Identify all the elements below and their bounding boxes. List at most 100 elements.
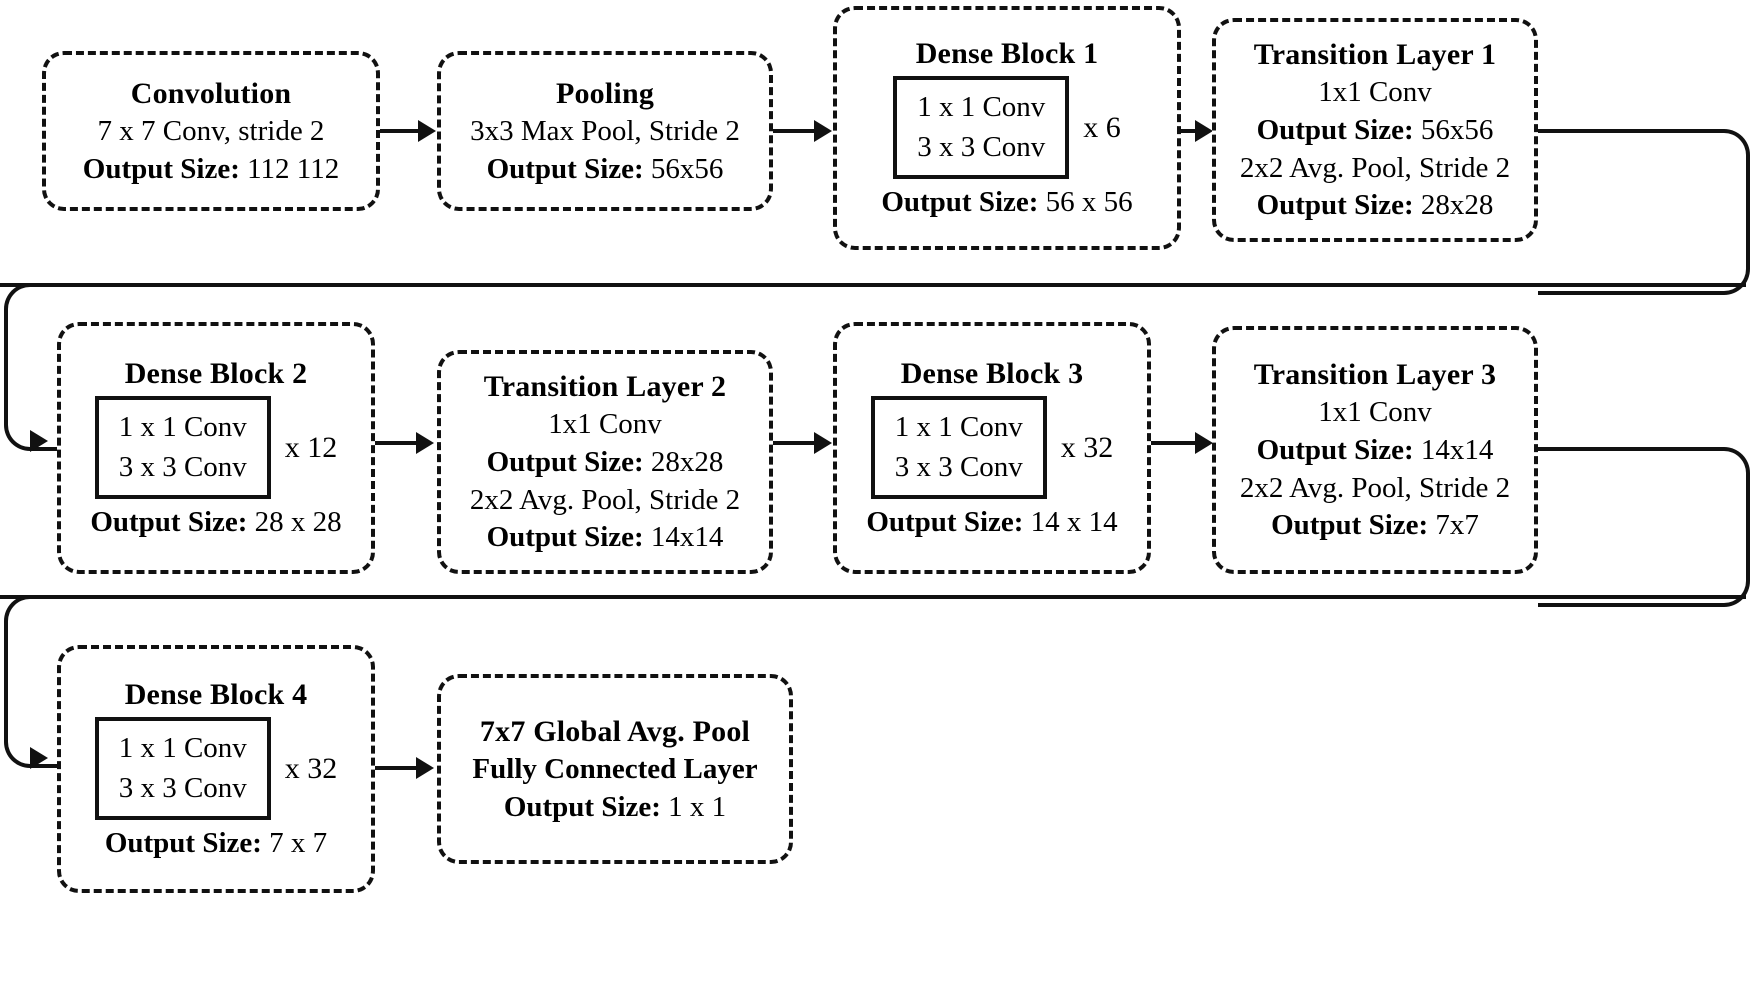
connector-wrap-row2-top	[0, 595, 1746, 599]
output-size-label: Output Size:	[486, 445, 644, 478]
node-title: Dense Block 3	[900, 356, 1084, 390]
node-line: 1x1 Conv	[1318, 396, 1432, 429]
node-line: 2x2 Avg. Pool, Stride 2	[469, 483, 741, 516]
bracket-group: 1 x 1 Conv 3 x 3 Conv x 32	[94, 716, 338, 821]
arrow-head-row3-entry	[30, 747, 48, 769]
node-output-size: Output Size: 14x14	[1257, 432, 1494, 470]
node-title: 7x7 Global Avg. Pool	[479, 714, 751, 748]
output-size-label: Output Size:	[1256, 433, 1414, 466]
bracket: 1 x 1 Conv 3 x 3 Conv	[870, 395, 1047, 500]
node-output-size: Output Size: 28x28	[487, 444, 724, 482]
node-output-size: Output Size: 56x56	[487, 151, 724, 189]
connector-dense2-trans2	[375, 441, 420, 445]
arrow-head-dense3-trans3	[1195, 432, 1213, 454]
output-size-label: Output Size:	[881, 186, 1039, 219]
bracket-line: 1 x 1 Conv	[917, 90, 1046, 123]
node-convolution[interactable]: Convolution 7 x 7 Conv, stride 2 Output …	[42, 51, 380, 211]
node-dense-block-4[interactable]: Dense Block 4 1 x 1 Conv 3 x 3 Conv x 32…	[57, 645, 375, 893]
bracket-group: 1 x 1 Conv 3 x 3 Conv x 6	[893, 75, 1121, 180]
node-line: 3x3 Max Pool, Stride 2	[470, 114, 740, 147]
output-size-value: 14x14	[1420, 433, 1494, 466]
node-line: 1x1 Conv	[548, 408, 662, 441]
output-size-value: 14x14	[650, 521, 724, 554]
output-size-label: Output Size:	[866, 506, 1024, 539]
output-size-value: 56x56	[650, 152, 724, 185]
arrow-head-dense1-trans1	[1195, 120, 1213, 142]
node-transition-layer-1[interactable]: Transition Layer 1 1x1 Conv Output Size:…	[1212, 18, 1538, 242]
bracket-line: 1 x 1 Conv	[118, 731, 247, 764]
node-output-size: Output Size: 28x28	[1257, 187, 1494, 225]
node-pooling[interactable]: Pooling 3x3 Max Pool, Stride 2 Output Si…	[437, 51, 773, 211]
node-title: Transition Layer 3	[1253, 358, 1497, 392]
output-size-label: Output Size:	[90, 506, 248, 539]
output-size-value: 28x28	[1420, 189, 1494, 222]
node-output-size: Output Size: 14 x 14	[866, 504, 1117, 542]
node-output-size: Output Size: 112 112	[83, 151, 339, 189]
node-output-size: Output Size: 1 x 1	[504, 789, 726, 827]
bracket-line: 1 x 1 Conv	[118, 410, 247, 443]
output-size-label: Output Size:	[1271, 509, 1429, 542]
node-output-size: Output Size: 56 x 56	[881, 184, 1132, 222]
repeat-multiplier: x 32	[284, 752, 338, 786]
connector-dense3-trans3	[1151, 441, 1199, 445]
output-size-value: 7x7	[1435, 509, 1479, 542]
arrow-head-conv-pool	[418, 120, 436, 142]
node-title: Dense Block 2	[124, 356, 308, 390]
arrow-head-dense2-trans2	[416, 432, 434, 454]
arrow-head-row2-entry	[30, 430, 48, 452]
node-dense-block-2[interactable]: Dense Block 2 1 x 1 Conv 3 x 3 Conv x 12…	[57, 322, 375, 574]
node-output-size: Output Size: 28 x 28	[90, 504, 341, 542]
bracket-group: 1 x 1 Conv 3 x 3 Conv x 12	[94, 395, 338, 500]
output-size-value: 56x56	[1420, 113, 1494, 146]
output-size-value: 28x28	[650, 445, 724, 478]
output-size-label: Output Size:	[503, 790, 661, 823]
bracket: 1 x 1 Conv 3 x 3 Conv	[893, 75, 1070, 180]
repeat-multiplier: x 12	[284, 431, 338, 465]
connector-pool-dense1	[773, 129, 818, 133]
node-title: Transition Layer 1	[1253, 38, 1497, 72]
bracket-line: 3 x 3 Conv	[917, 130, 1046, 163]
node-title: Convolution	[130, 76, 292, 110]
repeat-multiplier: x 6	[1083, 111, 1121, 145]
output-size-value: 28 x 28	[254, 506, 342, 539]
connector-wrap-row1-top	[0, 283, 1746, 287]
bracket-line: 3 x 3 Conv	[118, 771, 247, 804]
bracket-group: 1 x 1 Conv 3 x 3 Conv x 32	[870, 395, 1114, 500]
node-line: 2x2 Avg. Pool, Stride 2	[1239, 471, 1511, 504]
node-transition-layer-3[interactable]: Transition Layer 3 1x1 Conv Output Size:…	[1212, 326, 1538, 574]
node-output-size: Output Size: 7 x 7	[105, 825, 327, 863]
output-size-label: Output Size:	[104, 827, 262, 860]
node-classification[interactable]: 7x7 Global Avg. Pool Fully Connected Lay…	[437, 674, 793, 864]
bracket-line: 3 x 3 Conv	[894, 450, 1023, 483]
node-dense-block-3[interactable]: Dense Block 3 1 x 1 Conv 3 x 3 Conv x 32…	[833, 322, 1151, 574]
arrow-head-trans2-dense3	[814, 432, 832, 454]
output-size-value: 7 x 7	[269, 827, 328, 860]
output-size-label: Output Size:	[1256, 113, 1414, 146]
node-transition-layer-2[interactable]: Transition Layer 2 1x1 Conv Output Size:…	[437, 350, 773, 574]
connector-dense4-classification	[375, 766, 420, 770]
bracket: 1 x 1 Conv 3 x 3 Conv	[94, 716, 271, 821]
connector-wrap-row2-right	[1538, 447, 1750, 607]
output-size-label: Output Size:	[1256, 189, 1414, 222]
node-title: Pooling	[555, 76, 655, 110]
output-size-label: Output Size:	[486, 152, 644, 185]
connector-trans2-dense3	[773, 441, 818, 445]
output-size-value: 56 x 56	[1045, 186, 1133, 219]
node-output-size: Output Size: 56x56	[1257, 112, 1494, 150]
output-size-value: 1 x 1	[668, 790, 727, 823]
bracket-line: 3 x 3 Conv	[118, 450, 247, 483]
node-title: Dense Block 4	[124, 677, 308, 711]
output-size-label: Output Size:	[486, 521, 644, 554]
bracket-line: 1 x 1 Conv	[894, 410, 1023, 443]
repeat-multiplier: x 32	[1060, 431, 1114, 465]
connector-conv-pool	[380, 129, 420, 133]
node-dense-block-1[interactable]: Dense Block 1 1 x 1 Conv 3 x 3 Conv x 6 …	[833, 6, 1181, 250]
output-size-value: 14 x 14	[1030, 506, 1118, 539]
output-size-label: Output Size:	[82, 152, 240, 185]
node-line: Fully Connected Layer	[472, 752, 758, 785]
arrow-head-dense4-classification	[416, 757, 434, 779]
node-output-size: Output Size: 7x7	[1271, 507, 1479, 545]
connector-wrap-row1-right	[1538, 129, 1750, 295]
node-title: Dense Block 1	[915, 36, 1099, 70]
